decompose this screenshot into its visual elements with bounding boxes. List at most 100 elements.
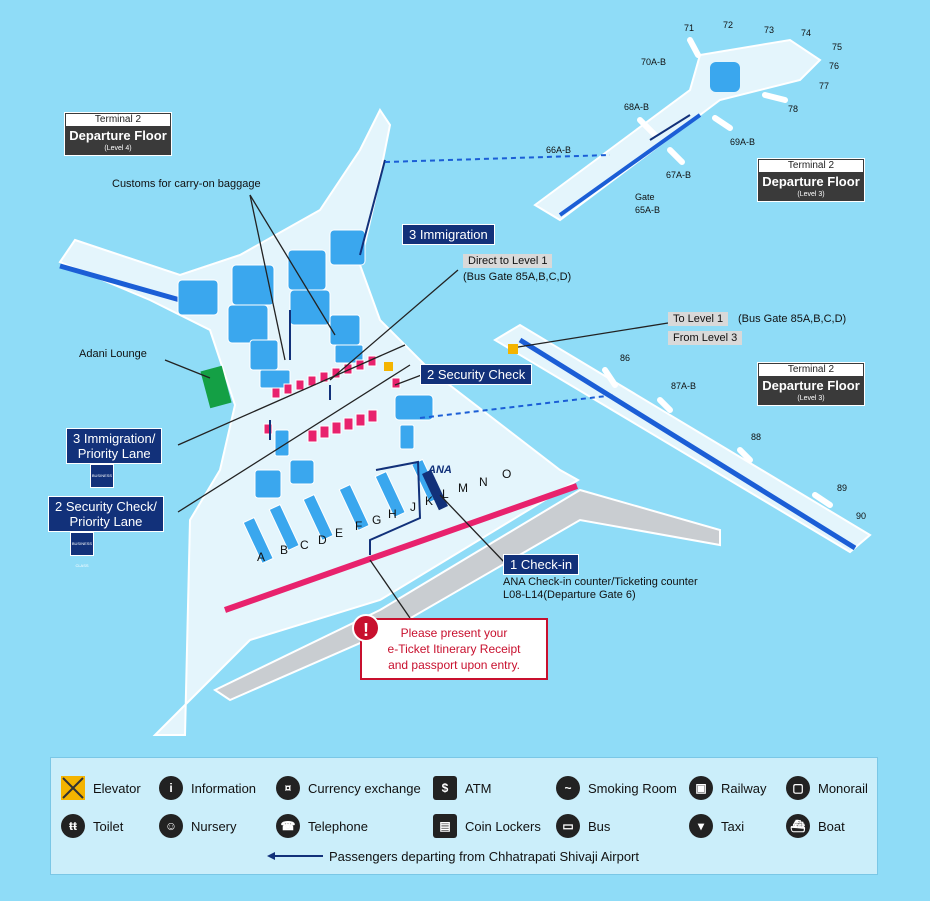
counter-letter: N [479, 475, 488, 489]
legend-item-toilet: ŧŧ Toilet [61, 814, 123, 838]
gate-label: 72 [723, 20, 734, 30]
terminal-box-level: (Level 3) [797, 191, 825, 198]
counter-letter: F [355, 519, 363, 533]
gate-label: 87A-B [671, 381, 697, 391]
immigration-label: 3 Immigration [402, 224, 495, 245]
immigration-priority-line2: Priority Lane [77, 446, 151, 461]
counter-letter: K [425, 494, 434, 508]
terminal-map [58, 37, 872, 736]
gate-label: 75 [832, 42, 843, 52]
terminal-box-level3-east: Terminal 2 Departure Floor (Level 3) [757, 362, 865, 406]
legend-label: Railway [721, 780, 767, 796]
east-pier-edge [518, 337, 857, 551]
legend-item-information: i Information [159, 776, 256, 800]
legend-item-monorail: ▢ Monorail [786, 776, 868, 800]
gate-label: 78 [788, 104, 799, 114]
legend-label: ATM [465, 780, 492, 796]
from-level3-label: From Level 3 [668, 331, 743, 345]
toilet-icon: ŧŧ [61, 814, 85, 838]
nursery-icon: ☺ [159, 814, 183, 838]
counter-letter: J [410, 500, 416, 514]
legend-route-label: Passengers departing from Chhatrapati Sh… [329, 848, 639, 864]
building-blocks [177, 229, 434, 499]
currency-exchange-icon: ¤ [276, 776, 300, 800]
gate-label: 89 [837, 483, 848, 493]
legend-label: Currency exchange [308, 780, 421, 796]
legend-label: Nursery [191, 818, 237, 834]
smoking-room-icon: ~ [556, 776, 580, 800]
counter-letter: L [442, 487, 449, 501]
terminal-box-level: (Level 4) [104, 145, 132, 152]
route-arrows [269, 114, 691, 555]
gate-label: 67A-B [666, 170, 692, 180]
gate-label: 71 [684, 23, 695, 33]
elevator-marker-2 [384, 362, 393, 371]
coin-lockers-icon: ▤ [433, 814, 457, 838]
warning-line1: Please present your [400, 626, 508, 640]
monorail-icon: ▢ [786, 776, 810, 800]
information-icon: i [159, 776, 183, 800]
legend-item-bus: ▭ Bus [556, 814, 610, 838]
curbside-pink [224, 483, 578, 613]
gate-label: 66A-B [546, 145, 572, 155]
legend-label: Smoking Room [588, 780, 677, 796]
gate-label: 90 [856, 511, 867, 521]
legend-item-coin-lockers: ▤ Coin Lockers [433, 814, 541, 838]
terminal-box-floor: Departure Floor [762, 378, 860, 393]
gate-label: 88 [751, 432, 762, 442]
terminal-box-level: (Level 3) [797, 395, 825, 402]
atm-icon: $ [433, 776, 457, 800]
gate-label: 74 [801, 28, 812, 38]
legend-label: Monorail [818, 780, 868, 796]
counter-letter: D [318, 533, 327, 547]
entry-warning-box: Please present your e-Ticket Itinerary R… [360, 618, 548, 680]
west-road [59, 263, 181, 303]
legend-label: Elevator [93, 780, 141, 796]
northeast-hub [710, 62, 740, 92]
security-priority-line2: Priority Lane [69, 514, 143, 529]
checkin-label: 1 Check-in [503, 554, 580, 575]
counter-letter: M [458, 481, 468, 495]
leader-lines [164, 194, 669, 619]
gate-label: 86 [620, 353, 631, 363]
warning-line3: and passport upon entry. [388, 658, 520, 672]
to-level1-bus-label: (Bus Gate 85A,B,C,D) [738, 313, 847, 325]
railway-icon: ▣ [689, 776, 713, 800]
terminal-box-title: Terminal 2 [759, 364, 863, 376]
boat-icon: ⛴ [786, 814, 810, 838]
counter-letter: G [372, 513, 382, 527]
business-class-badge: BUSINESS CLASS [90, 464, 114, 500]
dashed-link-east [419, 394, 616, 419]
gate-label: Gate [635, 192, 655, 202]
security-priority-label: 2 Security Check/ Priority Lane [48, 496, 164, 532]
northeast-pier-edge [558, 113, 702, 217]
adani-lounge-label: Adani Lounge [79, 348, 147, 360]
business-class-badge: BUSINESS CLASS [70, 532, 94, 568]
immigration-priority-label: 3 Immigration/ Priority Lane [66, 428, 163, 464]
legend-label: Taxi [721, 818, 745, 834]
legend-label: Bus [588, 818, 611, 834]
customs-label: Customs for carry-on baggage [112, 178, 261, 190]
terminal-box-level3-north: Terminal 2 Departure Floor (Level 3) [757, 158, 865, 202]
legend-item-railway: ▣ Railway [689, 776, 767, 800]
legend-item-taxi: ▾ Taxi [689, 814, 744, 838]
approach-road [212, 488, 721, 702]
terminal-box-title: Terminal 2 [66, 114, 170, 126]
terminal-box-level4: Terminal 2 Departure Floor (Level 4) [64, 112, 172, 156]
to-level1-label: To Level 1 [668, 312, 729, 326]
alert-icon: ! [352, 614, 380, 642]
warning-line2: e-Ticket Itinerary Receipt [387, 642, 521, 656]
route-arrow-icon [267, 852, 323, 860]
counter-letter: B [280, 543, 289, 557]
direct-level1-label: Direct to Level 1 [463, 254, 553, 268]
legend-label: Boat [818, 818, 845, 834]
gate-label: 73 [764, 25, 775, 35]
adani-lounge-area [200, 365, 232, 409]
map-legend: Elevator i Information ¤ Currency exchan… [50, 757, 878, 875]
legend-item-currency: ¤ Currency exchange [276, 776, 421, 800]
legend-label: Coin Lockers [465, 818, 541, 834]
legend-label: Telephone [308, 818, 368, 834]
counter-letter: H [388, 507, 397, 521]
terminal-box-title: Terminal 2 [759, 160, 863, 172]
security-check-label: 2 Security Check [420, 364, 533, 385]
